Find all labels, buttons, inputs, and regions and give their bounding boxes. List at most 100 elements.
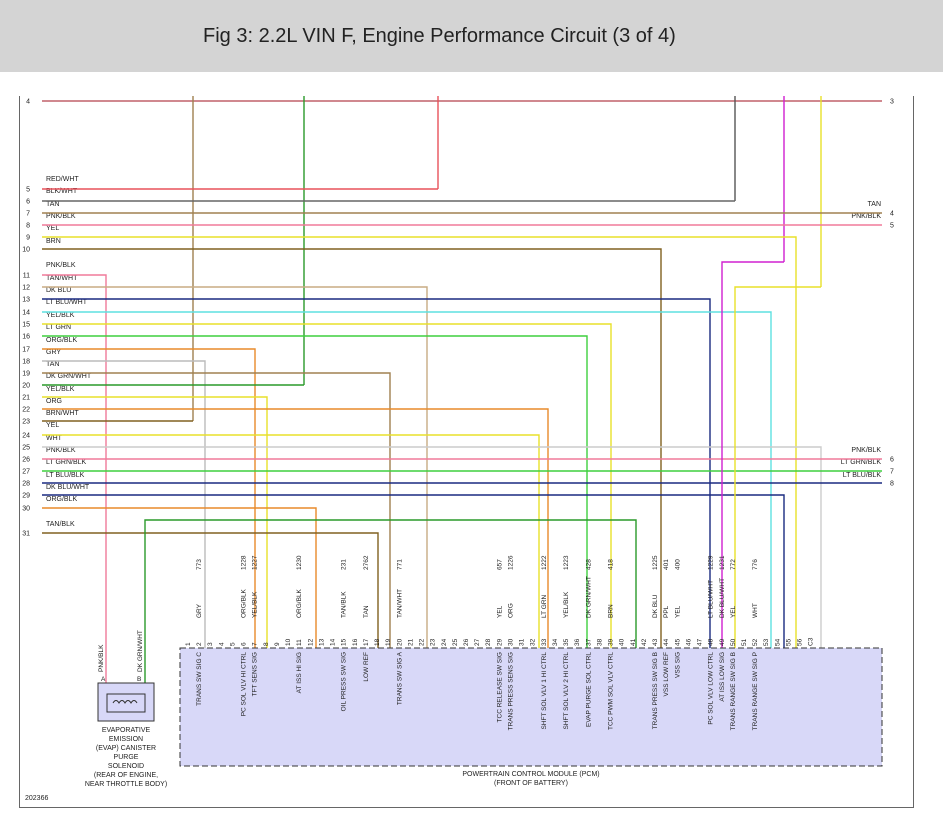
right-pin-number: 6 [890,457,894,464]
pcm-pin-function: TCC PWM SOL VLV CTRL [608,652,615,730]
pcm-pin-number: 51 [741,638,748,646]
left-pin-number: 31 [22,531,30,538]
pcm-box [179,647,883,767]
pcm-pin-number: 26 [463,638,470,646]
wire-label-left: GRY [46,349,61,356]
pcm-pin-number: 39 [608,638,615,646]
left-pin-number: 13 [22,297,30,304]
pcm-pin-number: 16 [352,638,359,646]
evap-coil-symbol [112,700,138,704]
wire-label-right: PNK/BLK [851,447,881,454]
wire-label-left: BLK/WHT [46,188,78,195]
pcm-pin-number: 7 [252,642,259,646]
wire-label-left: PNK/BLK [46,213,76,220]
left-pin-number: 24 [22,433,30,440]
pcm-pin-number: 41 [630,638,637,646]
left-pin-number: 16 [22,334,30,341]
circuit-number: 1225 [652,555,659,570]
wire-label-right: LT BLU/BLK [843,472,882,479]
pcm-pin-function: TRANS SW SIG C [196,652,203,706]
left-pin-number: 5 [26,187,30,194]
pcm-pin-number: 50 [730,638,737,646]
pcm-pin-number: 13 [318,638,325,646]
wire-color-label: YEL [496,605,503,618]
left-pin-number: 4 [26,99,30,106]
pcm-pin-function: OIL PRESS SW SIG [341,652,348,711]
left-pin-number: 29 [22,493,30,500]
wire-label-left: BRN [46,238,61,245]
pcm-pin-function: TFT SENS SIG [252,652,259,696]
pcm-pin-number: 17 [363,638,370,646]
pcm-pin-function: AT ISS HI SIG [296,652,303,693]
wire-label-left: WHT [46,435,63,442]
pcm-pin-number: 27 [474,638,481,646]
wire-label-left: LT BLU/BLK [46,472,85,479]
pcm-pin-number: 1 [185,642,192,646]
wire-brn [42,248,662,648]
pcm-pin-function: TCC RELEASE SW SIG [496,652,503,722]
circuit-number: 771 [396,559,403,570]
wire-yel-blk-15 [42,323,612,648]
wire-label-left: ORG [46,398,62,405]
wire-color-label: ORG/BLK [241,588,248,618]
pcm-pin-function: SHFT SOL VLV 1 HI CTRL [541,652,548,730]
pcm-pin-number: 52 [752,638,759,646]
evap-label-line: NEAR THROTTLE BODY) [85,781,167,788]
pcm-pin-number: 32 [530,638,537,646]
pcm-pin-number: 33 [541,638,548,646]
circuit-number: 657 [496,559,503,570]
pcm-pin-number: 4 [218,642,225,646]
pcm-pin-function: SHFT SOL VLV 2 HI CTRL [563,652,570,730]
left-pin-number: 23 [22,419,30,426]
wire-color-label: PPL [663,605,670,618]
pcm-pin-number: 47 [697,638,704,646]
pcm-pin-function: TRANS PRESS SW SIG B [652,652,659,729]
pcm-pin-number: 24 [441,638,448,646]
pcm-pin-function: TRANS RANGE SW SIG B [730,652,737,730]
evap-label-line: (EVAP) CANISTER [96,745,156,752]
wire-color-label: DK BLU/WHT [719,578,726,618]
wire-yel-24 [42,434,540,648]
wire-label-right: LT GRN/BLK [841,459,882,466]
pcm-pin-function: EVAP PURGE SOL CTRL [585,652,592,727]
wire-label-left: LT BLU/WHT [46,299,88,306]
pcm-pin-number: 37 [585,638,592,646]
right-pin-number: 4 [890,211,894,218]
wire-color-label: YEL [674,605,681,618]
pcm-pin-number: 34 [552,638,559,646]
left-pin-number: 19 [22,371,30,378]
circuit-number: 1223 [563,555,570,570]
wire-label-left: PNK/BLK [46,262,76,269]
evap-label-line: SOLENOID [108,763,144,770]
wire-lt-blu-wht [42,311,772,648]
circuit-number: 772 [730,559,737,570]
wire-color-label: ORG/BLK [296,588,303,618]
wire-tan-19 [42,372,391,648]
circuit-number: 401 [663,559,670,570]
pcm-pin-number: 54 [774,638,781,646]
wire-label-left: TAN [46,201,59,208]
pcm-pin-function: PC SOL VLV LOW CTRL [708,652,715,725]
evap-label-line: (REAR OF ENGINE, [94,772,158,779]
left-pin-number: 6 [26,199,30,206]
evap-label-line: EVAPORATIVE [102,727,151,734]
pcm-pin-number: 36 [574,638,581,646]
pcm-pin-number: 48 [708,638,715,646]
pcm-pin-number: 46 [685,638,692,646]
wire-yel-45 [734,286,821,648]
wire-color-label: DK GRN/WHT [585,576,592,618]
pcm-pin-number: 44 [663,638,670,646]
pcm-pin-number: 14 [330,638,337,646]
wire-color-label: ORG [507,603,514,618]
circuit-number: 1228 [241,555,248,570]
circuit-number: 773 [196,559,203,570]
wire-dk-blu-wht [42,494,785,648]
circuit-number: 1229 [708,555,715,570]
pcm-pin-number: 43 [652,638,659,646]
pcm-pin-number: 6 [241,642,248,646]
pcm-pin-number: 11 [296,639,303,646]
wire-tan-wht [42,286,428,648]
diagram-frame [19,96,914,808]
left-pin-number: 12 [22,285,30,292]
